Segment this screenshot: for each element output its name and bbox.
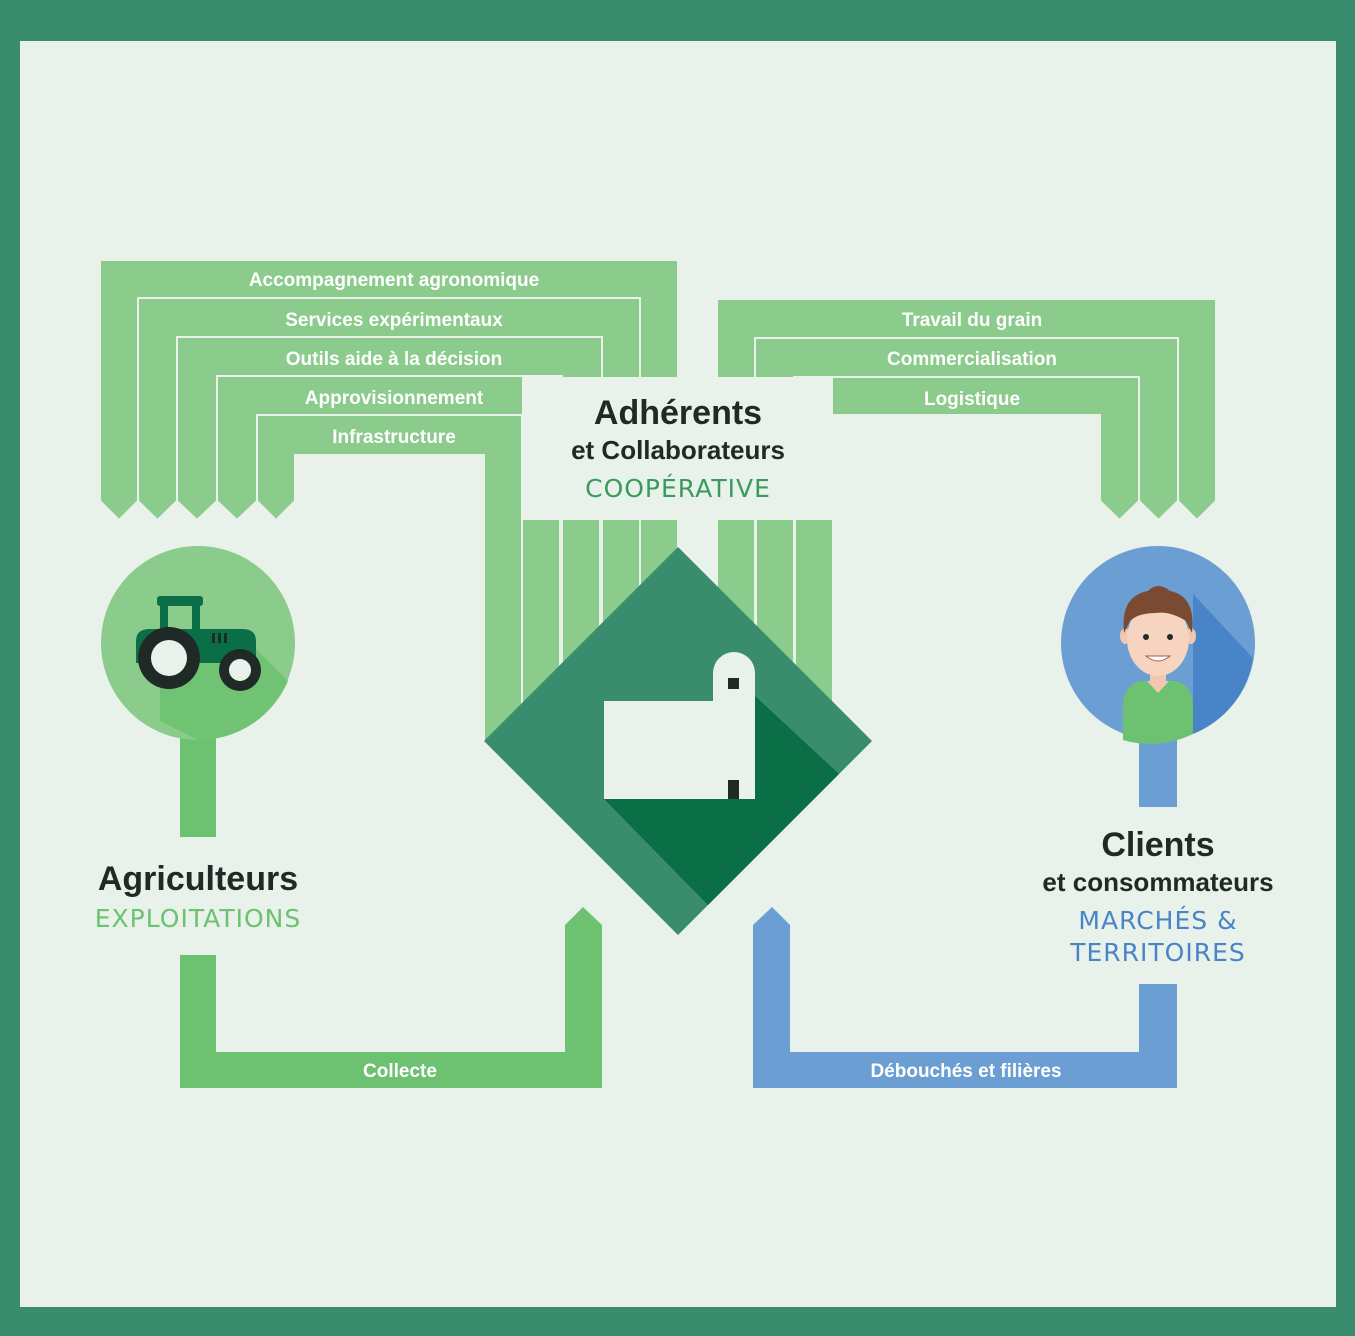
agriculteurs-category: EXPLOITATIONS — [95, 904, 301, 933]
service-label-outils: Outils aide à la décision — [286, 349, 502, 370]
agriculteurs-title: Agriculteurs — [98, 860, 298, 898]
center-title-box: Adhérents et Collaborateurs COOPÉRATIVE — [522, 377, 833, 519]
tractor-icon — [136, 596, 261, 691]
collecte-flow: Collecte — [180, 907, 602, 1088]
cooperative-diamond — [484, 547, 872, 935]
clients-node: Clients et consommateurs MARCHÉS & TERRI… — [1042, 546, 1274, 967]
service-labels: Accompagnement agronomique Services expé… — [249, 270, 1057, 448]
service-label-travail-grain: Travail du grain — [902, 310, 1042, 331]
diamond-shadow — [604, 696, 839, 905]
center-title: Adhérents — [594, 394, 762, 432]
service-label-approvisionnement: Approvisionnement — [305, 388, 484, 409]
service-label-services: Services expérimentaux — [285, 310, 503, 331]
left-service-bands — [99, 259, 679, 744]
clients-category-line2: TERRITOIRES — [1069, 938, 1246, 967]
service-label-commercialisation: Commercialisation — [887, 349, 1057, 370]
farm-barn-silo-icon — [604, 652, 755, 799]
service-label-logistique: Logistique — [924, 389, 1020, 410]
clients-subtitle: et consommateurs — [1042, 867, 1273, 897]
clients-title: Clients — [1101, 826, 1214, 864]
center-subtitle: et Collaborateurs — [571, 435, 785, 465]
service-label-infrastructure: Infrastructure — [332, 427, 456, 448]
clients-category-line1: MARCHÉS & — [1078, 906, 1237, 935]
center-category: COOPÉRATIVE — [585, 474, 771, 503]
person-avatar-icon — [1120, 586, 1196, 744]
diagram-canvas: Accompagnement agronomique Services expé… — [20, 41, 1336, 1307]
band-infrastructure — [256, 414, 523, 744]
service-label-accompagnement: Accompagnement agronomique — [249, 270, 539, 291]
debouches-label: Débouchés et filières — [870, 1061, 1061, 1082]
agriculteurs-node: Agriculteurs EXPLOITATIONS — [95, 546, 301, 933]
cooperative-flow-diagram: Accompagnement agronomique Services expé… — [95, 259, 1274, 1088]
debouches-flow: Débouchés et filières — [753, 907, 1177, 1088]
collecte-label: Collecte — [363, 1061, 437, 1082]
